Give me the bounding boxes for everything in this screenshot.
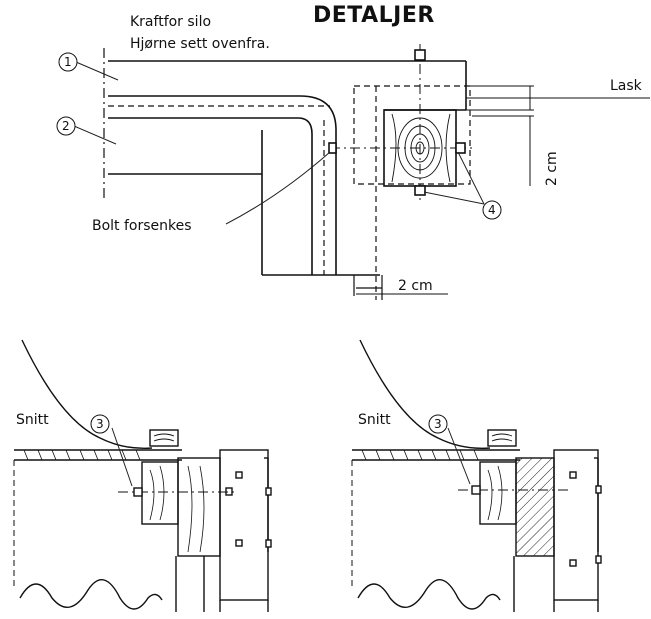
leader-3-right xyxy=(447,427,471,485)
section-right xyxy=(351,339,602,612)
svg-text:4: 4 xyxy=(488,203,496,217)
callout-4: 4 xyxy=(482,200,502,220)
section-left xyxy=(13,339,272,612)
callout-3-left: 3 xyxy=(90,414,110,434)
callout-3-right: 3 xyxy=(428,414,448,434)
dim-vertical-label: 2 cm xyxy=(544,151,560,186)
lask-label: Lask xyxy=(610,78,643,94)
section-left-label: Snitt xyxy=(16,412,49,428)
leader-lines xyxy=(73,61,485,225)
subtitle-line-1: Kraftfor silo xyxy=(130,14,211,30)
svg-text:1: 1 xyxy=(64,55,72,69)
subtitle-line-2: Hjørne sett ovenfra. xyxy=(130,36,270,52)
svg-text:3: 3 xyxy=(96,417,104,431)
svg-text:3: 3 xyxy=(434,417,442,431)
dim-horizontal-label: 2 cm xyxy=(398,278,433,294)
svg-text:2: 2 xyxy=(62,119,70,133)
callout-2: 2 xyxy=(56,116,76,136)
sheet-title: DETALJER xyxy=(313,3,435,28)
section-right-label: Snitt xyxy=(358,412,391,428)
plan-view xyxy=(103,44,650,300)
callout-1: 1 xyxy=(58,52,78,72)
bolt-label: Bolt forsenkes xyxy=(92,218,192,234)
leader-3-left xyxy=(111,427,133,487)
